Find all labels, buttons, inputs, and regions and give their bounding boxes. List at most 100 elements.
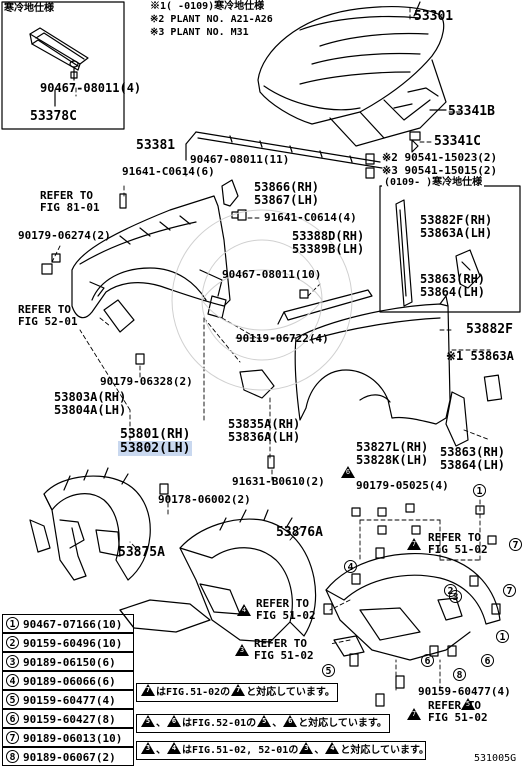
marker-triangle-7a: 7 xyxy=(406,534,422,553)
part-90179-06328[interactable]: 90179-06328(2) xyxy=(100,375,193,388)
legend-code-2: 90159-60496(10) xyxy=(23,637,123,650)
refer-fig51d-line2[interactable]: FIG 51-02 xyxy=(256,609,316,622)
refer-fig51e-line1[interactable]: REFER TO xyxy=(254,637,307,650)
part-53389b[interactable]: 53389B(LH) xyxy=(292,242,365,256)
part-90467-08011-10[interactable]: 90467-08011(10) xyxy=(222,268,322,281)
part-53301[interactable]: 53301 xyxy=(414,9,454,24)
marker-circle-1b: 1 xyxy=(496,630,509,643)
part-53341b[interactable]: 53341B xyxy=(448,104,495,119)
refer-fig51e-line2[interactable]: FIG 51-02 xyxy=(254,649,314,662)
legend-num-6: 6 xyxy=(6,712,19,725)
part-53378c[interactable]: 53378C xyxy=(30,109,77,124)
part-53803a[interactable]: 53803A(RH) xyxy=(54,390,127,404)
marker-circle-3: 3 xyxy=(449,590,462,603)
part-53875a[interactable]: 53875A xyxy=(118,545,165,560)
small-brackets-drawing xyxy=(41,179,469,495)
box-right-title: (0109- )寒冷地仕様 xyxy=(382,177,485,188)
part-91641-c0614-4[interactable]: 91641-C0614(4) xyxy=(264,211,357,224)
part-53882f[interactable]: 53882F xyxy=(466,322,513,337)
watermark-emblem xyxy=(171,209,353,391)
legend-row-4[interactable]: 4 90189-06066(6) xyxy=(2,671,134,690)
part-90178-06002[interactable]: 90178-06002(2) xyxy=(158,493,251,506)
refer-fig51f-line2[interactable]: FIG 51-02 xyxy=(428,711,488,724)
part-53341c[interactable]: 53341C xyxy=(434,134,481,149)
note-2: ※2 PLANT NO. A21-A26 xyxy=(150,14,273,25)
marker-circle-4: 4 xyxy=(344,560,357,573)
marker-circle-7a: 7 xyxy=(509,538,522,551)
side-panel-drawing xyxy=(294,295,503,425)
part-90467-08011-11[interactable]: 90467-08011(11) xyxy=(190,153,290,166)
part-90119-06722[interactable]: 90119-06722(4) xyxy=(236,332,329,345)
legend-row-1[interactable]: 1 90467-07166(10) xyxy=(2,614,134,633)
legend-code-7: 90189-06013(10) xyxy=(23,732,123,745)
marker-circle-6a: 6 xyxy=(481,654,494,667)
part-53863-rh[interactable]: 53863(RH) xyxy=(420,272,486,286)
marker-triangle-3: 3 xyxy=(234,640,250,659)
part-90179-06274[interactable]: 90179-06274(2) xyxy=(18,229,111,242)
part-90541-15023[interactable]: ※2 90541-15023(2) xyxy=(382,151,498,164)
legend-row-3[interactable]: 3 90189-06150(6) xyxy=(2,652,134,671)
part-53802-highlighted[interactable]: 53802(LH) xyxy=(118,441,193,456)
part-53864-lh[interactable]: 53864(LH) xyxy=(420,285,486,299)
fender-liner-53876a-drawing xyxy=(119,509,317,643)
part-53876a[interactable]: 53876A xyxy=(276,525,323,540)
part-53863a-note1[interactable]: ※1 53863A xyxy=(446,349,514,363)
part-53828k[interactable]: 53828K(LH) xyxy=(356,453,429,467)
refer-fig51c-line1[interactable]: REFER TO xyxy=(428,531,481,544)
refer-fig51c-line2[interactable]: FIG 51-02 xyxy=(428,543,488,556)
part-53801[interactable]: 53801(RH) xyxy=(120,427,191,442)
part-53835a[interactable]: 53835A(RH) xyxy=(228,417,301,431)
part-90179-05025[interactable]: 90179-05025(4) xyxy=(356,479,449,492)
part-90467-08011-4[interactable]: 90467-08011(4) xyxy=(40,81,142,95)
refer-fig52a-line2[interactable]: FIG 52-01 xyxy=(18,315,78,328)
rear-liner-drawing xyxy=(325,553,501,661)
hood-clips-drawing xyxy=(365,131,421,179)
bracket-53378c-drawing xyxy=(29,27,89,107)
part-53863a-lh[interactable]: 53863A(LH) xyxy=(420,226,493,240)
legend-row-6[interactable]: 6 90159-60427(8) xyxy=(2,709,134,728)
marker-circle-1: 1 xyxy=(473,484,486,497)
legend-num-4: 4 xyxy=(6,674,19,687)
part-91631-b0610[interactable]: 91631-B0610(2) xyxy=(232,475,325,488)
refer-fig51f-line1[interactable]: REFER TO xyxy=(428,699,481,712)
legend-num-2: 2 xyxy=(6,636,19,649)
legend-row-5[interactable]: 5 90159-60477(4) xyxy=(2,690,134,709)
legend-row-8[interactable]: 8 90189-06067(2) xyxy=(2,747,134,766)
molding-53388d-drawing xyxy=(277,289,373,325)
legend-code-1: 90467-07166(10) xyxy=(23,618,123,631)
marker-triangle-7b: 7 xyxy=(406,704,422,723)
refer-fig52a-line1[interactable]: REFER TO xyxy=(18,303,71,316)
part-53863-rh2[interactable]: 53863(RH) xyxy=(440,445,506,459)
front-fender-drawing xyxy=(71,195,231,333)
marker-circle-8: 8 xyxy=(453,668,466,681)
legend-code-6: 90159-60427(8) xyxy=(23,713,116,726)
legend-row-7[interactable]: 7 90189-06013(10) xyxy=(2,728,134,747)
part-53804a[interactable]: 53804A(LH) xyxy=(54,403,127,417)
note-1: ※1( -0109)寒冷地仕様 xyxy=(150,1,265,12)
part-53882f-rh[interactable]: 53882F(RH) xyxy=(420,213,493,227)
marker-circle-6b: 6 xyxy=(421,654,434,667)
legend-code-8: 90189-06067(2) xyxy=(23,751,116,764)
part-90541-15015[interactable]: ※3 90541-15015(2) xyxy=(382,164,498,177)
part-53864-lh2[interactable]: 53864(LH) xyxy=(440,458,506,472)
legend-num-3: 3 xyxy=(6,655,19,668)
marker-triangle-4: 4 xyxy=(236,600,252,619)
leader-lines xyxy=(51,7,491,691)
part-53827l[interactable]: 53827L(RH) xyxy=(356,440,429,454)
part-90159-60477-4[interactable]: 90159-60477(4) xyxy=(418,685,511,698)
refer-fig51d-line1[interactable]: REFER TO xyxy=(256,597,309,610)
refer-fig81-line1[interactable]: REFER TO xyxy=(40,189,93,202)
part-53388d[interactable]: 53388D(RH) xyxy=(292,229,365,243)
part-91641-c0614-6[interactable]: 91641-C0614(6) xyxy=(122,165,215,178)
part-53381[interactable]: 53381 xyxy=(136,138,176,153)
marker-triangle-6: 6 xyxy=(340,462,356,481)
part-53836a[interactable]: 53836A(LH) xyxy=(228,430,301,444)
refer-fig81-line2[interactable]: FIG 81-01 xyxy=(40,201,100,214)
part-53866[interactable]: 53866(RH) xyxy=(254,180,320,194)
part-53867[interactable]: 53867(LH) xyxy=(254,193,320,207)
legend-row-2[interactable]: 2 90159-60496(10) xyxy=(2,633,134,652)
